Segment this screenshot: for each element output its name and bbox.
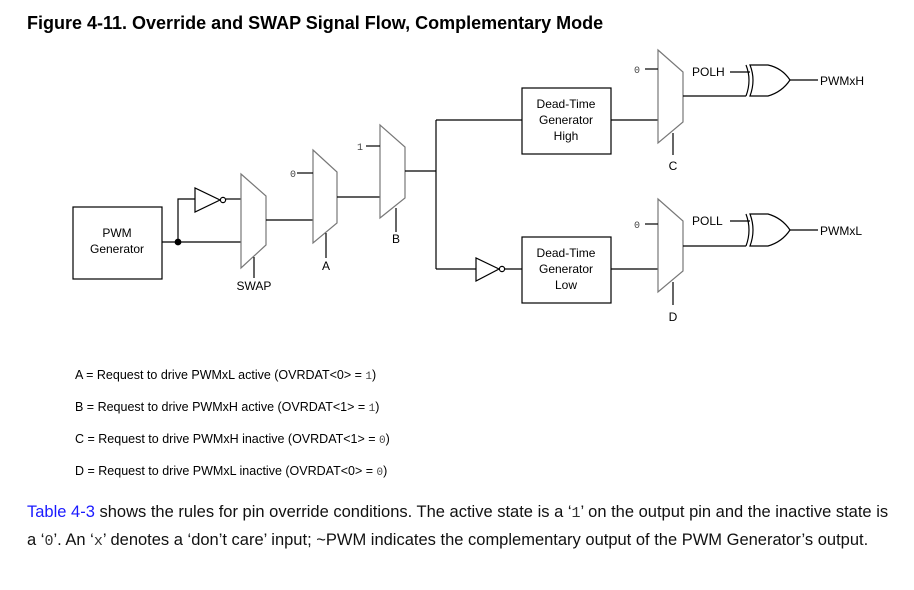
legend-item-c: C = Request to drive PWMxH inactive (OVR… xyxy=(75,432,390,447)
xor-gate-high xyxy=(745,64,750,97)
dt-high-label-2: Generator xyxy=(539,113,593,127)
signal-flow-diagram: PWM Generator Dead-Time Generator High D… xyxy=(72,48,864,324)
dt-low-label-3: Low xyxy=(555,278,577,292)
override-mux-d xyxy=(657,197,684,294)
mux-d-const-label: 0 xyxy=(634,221,640,232)
dt-high-label-1: Dead-Time xyxy=(537,97,596,111)
inverter-icon xyxy=(194,187,222,213)
pwm-generator-label-1: PWM xyxy=(102,226,131,240)
legend-item-a: A = Request to drive PWMxL active (OVRDA… xyxy=(75,368,377,383)
swap-mux xyxy=(240,172,267,270)
signal-b-label: B xyxy=(392,232,400,246)
mux-a-const-label: 0 xyxy=(290,170,296,181)
dt-low-label-2: Generator xyxy=(539,262,593,276)
dead-time-generator-low-block xyxy=(521,236,612,304)
override-mux-c xyxy=(657,48,684,145)
signal-c-label: C xyxy=(669,159,678,173)
override-mux-a xyxy=(312,148,338,245)
pwmxh-output-label: PWMxH xyxy=(820,74,864,88)
table-4-3-link[interactable]: Table 4-3 xyxy=(27,503,95,521)
polh-label: POLH xyxy=(692,65,725,79)
signal-a-label: A xyxy=(322,259,330,273)
override-mux-b xyxy=(379,123,406,220)
swap-label: SWAP xyxy=(237,279,272,293)
legend-item-d: D = Request to drive PWMxL inactive (OVR… xyxy=(75,464,388,479)
xor-gate-low xyxy=(745,213,750,247)
signal-d-label: D xyxy=(669,310,678,324)
dead-time-generator-high-block xyxy=(521,87,612,155)
mux-b-const-label: 1 xyxy=(357,143,363,154)
figure-legend: A = Request to drive PWMxL active (OVRDA… xyxy=(75,360,390,488)
inverter-low-icon xyxy=(475,257,501,282)
legend-item-b: B = Request to drive PWMxH active (OVRDA… xyxy=(75,400,380,415)
dt-low-label-1: Dead-Time xyxy=(537,246,596,260)
dt-high-label-3: High xyxy=(554,129,579,143)
figure-title: Figure 4-11. Override and SWAP Signal Fl… xyxy=(27,13,604,33)
mux-c-const-label: 0 xyxy=(634,66,640,77)
poll-label: POLL xyxy=(692,214,723,228)
pwm-generator-block xyxy=(72,206,163,280)
pwmxl-output-label: PWMxL xyxy=(820,224,862,238)
inverter-bubble xyxy=(219,196,227,204)
pwm-generator-label-2: Generator xyxy=(90,242,144,256)
body-paragraph: Table 4-3 shows the rules for pin overri… xyxy=(27,503,889,550)
